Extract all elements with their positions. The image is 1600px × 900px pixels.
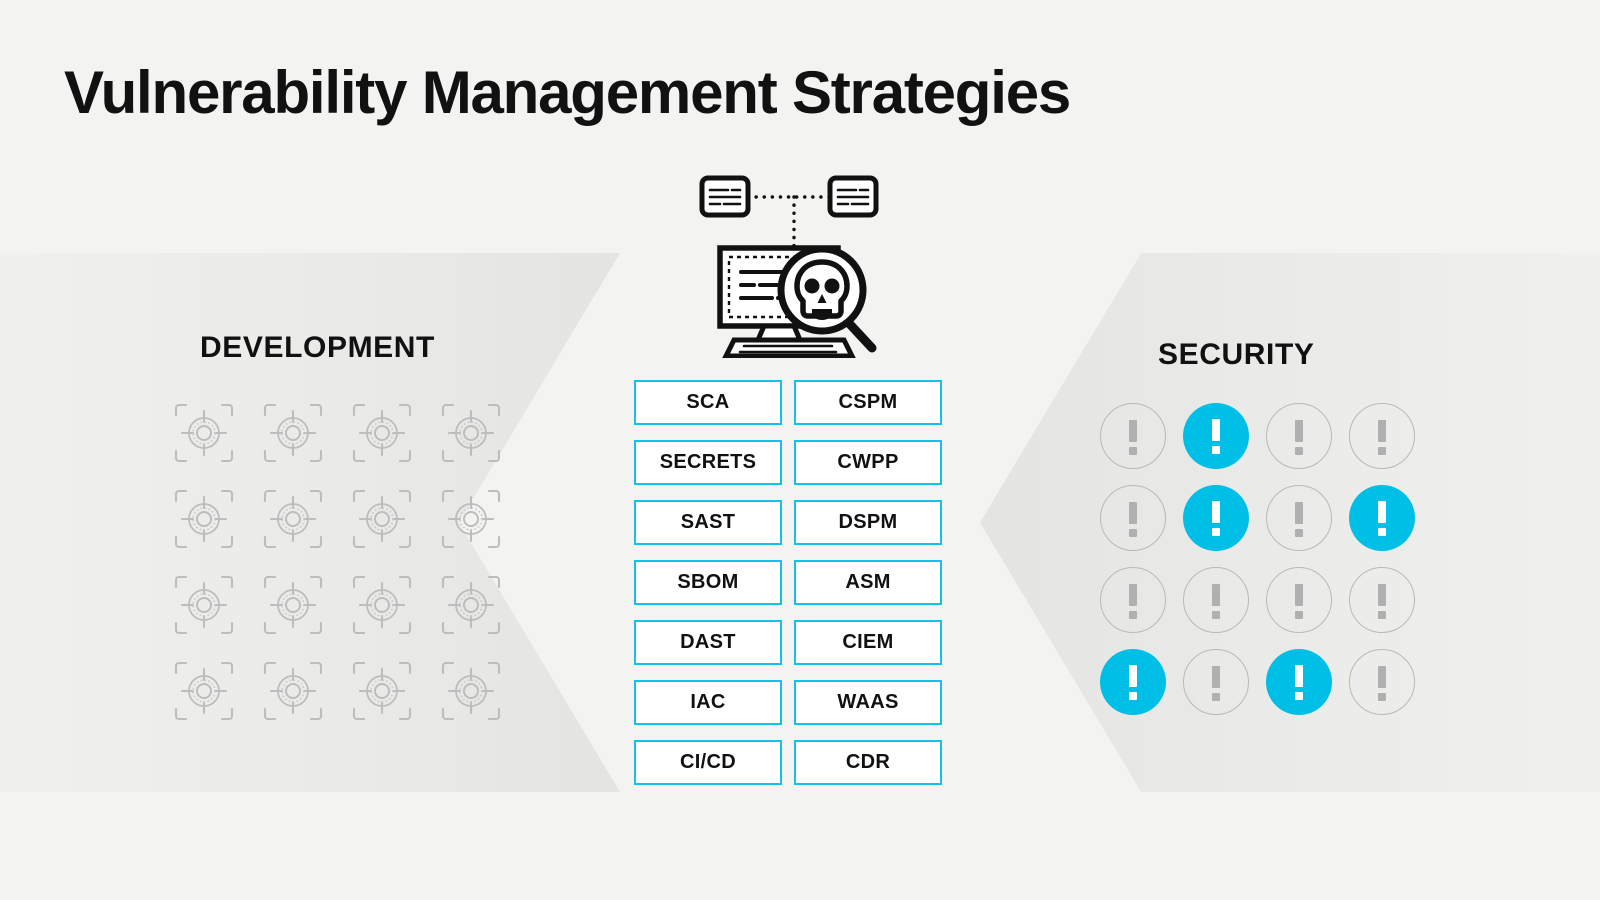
crosshair-target-icon [427, 648, 515, 734]
alert-inactive [1183, 567, 1249, 633]
alert-active [1183, 485, 1249, 551]
alert-inactive [1266, 403, 1332, 469]
strategy-chip[interactable]: SCA [634, 380, 782, 425]
alert-inactive [1266, 485, 1332, 551]
development-heading: DEVELOPMENT [200, 331, 435, 364]
strategy-chip[interactable]: ASM [794, 560, 942, 605]
crosshair-target-icon [160, 562, 248, 648]
crosshair-target-icon [160, 648, 248, 734]
alert-active [1266, 649, 1332, 715]
crosshair-target-icon [427, 562, 515, 648]
strategy-chip[interactable]: WAAS [794, 680, 942, 725]
alert-exclamation-icon [1092, 641, 1174, 723]
strategy-chip[interactable]: DSPM [794, 500, 942, 545]
alert-exclamation-icon [1341, 477, 1423, 559]
crosshair-target-icon [427, 476, 515, 562]
strategy-chip[interactable]: CIEM [794, 620, 942, 665]
alert-inactive [1100, 485, 1166, 551]
alert-exclamation-icon [1258, 641, 1340, 723]
document-card-right-icon [827, 175, 879, 218]
crosshair-target-icon [338, 562, 426, 648]
skull-icon [794, 259, 850, 320]
alert-exclamation-icon [1175, 395, 1257, 477]
strategy-chip[interactable]: DAST [634, 620, 782, 665]
alert-inactive [1349, 403, 1415, 469]
alert-active [1183, 403, 1249, 469]
crosshair-target-icon [249, 648, 337, 734]
right-label-column: CSPM CWPP DSPM ASM CIEM WAAS CDR [794, 380, 942, 785]
page-title: Vulnerability Management Strategies [64, 59, 1071, 126]
vulnerability-scan-illustration [694, 168, 884, 359]
crosshair-target-icon [338, 390, 426, 476]
dotted-connector-icon [746, 195, 844, 252]
development-icon-grid [160, 390, 515, 734]
strategy-chip[interactable]: CI/CD [634, 740, 782, 785]
crosshair-target-icon [338, 648, 426, 734]
alert-exclamation-icon [1175, 641, 1257, 723]
alert-exclamation-icon [1175, 477, 1257, 559]
alert-exclamation-icon [1258, 559, 1340, 641]
strategy-chip[interactable]: IAC [634, 680, 782, 725]
keyboard-icon [721, 337, 857, 359]
magnifier-icon [777, 245, 877, 353]
left-label-column: SCA SECRETS SAST SBOM DAST IAC CI/CD [634, 380, 782, 785]
alert-exclamation-icon [1341, 559, 1423, 641]
alert-exclamation-icon [1341, 395, 1423, 477]
strategy-chip[interactable]: CSPM [794, 380, 942, 425]
document-card-left-icon [699, 175, 751, 218]
alert-exclamation-icon [1341, 641, 1423, 723]
crosshair-target-icon [427, 390, 515, 476]
crosshair-target-icon [249, 562, 337, 648]
alert-exclamation-icon [1092, 395, 1174, 477]
security-heading: SECURITY [1158, 338, 1315, 371]
alert-inactive [1266, 567, 1332, 633]
strategy-chip[interactable]: SECRETS [634, 440, 782, 485]
crosshair-target-icon [160, 476, 248, 562]
alert-exclamation-icon [1258, 477, 1340, 559]
strategy-chip[interactable]: SAST [634, 500, 782, 545]
crosshair-target-icon [338, 476, 426, 562]
alert-inactive [1349, 567, 1415, 633]
alert-inactive [1349, 649, 1415, 715]
alert-exclamation-icon [1092, 477, 1174, 559]
alert-active [1100, 649, 1166, 715]
alert-inactive [1183, 649, 1249, 715]
alert-exclamation-icon [1258, 395, 1340, 477]
alert-exclamation-icon [1175, 559, 1257, 641]
strategy-chip[interactable]: CWPP [794, 440, 942, 485]
alert-inactive [1100, 567, 1166, 633]
alert-active [1349, 485, 1415, 551]
strategy-chip[interactable]: SBOM [634, 560, 782, 605]
strategy-label-columns: SCA SECRETS SAST SBOM DAST IAC CI/CD CSPM CWPP D… [634, 380, 942, 785]
crosshair-target-icon [249, 390, 337, 476]
strategy-chip[interactable]: CDR [794, 740, 942, 785]
alert-inactive [1100, 403, 1166, 469]
alert-exclamation-icon [1092, 559, 1174, 641]
crosshair-target-icon [249, 476, 337, 562]
security-icon-grid [1092, 395, 1423, 723]
crosshair-target-icon [160, 390, 248, 476]
